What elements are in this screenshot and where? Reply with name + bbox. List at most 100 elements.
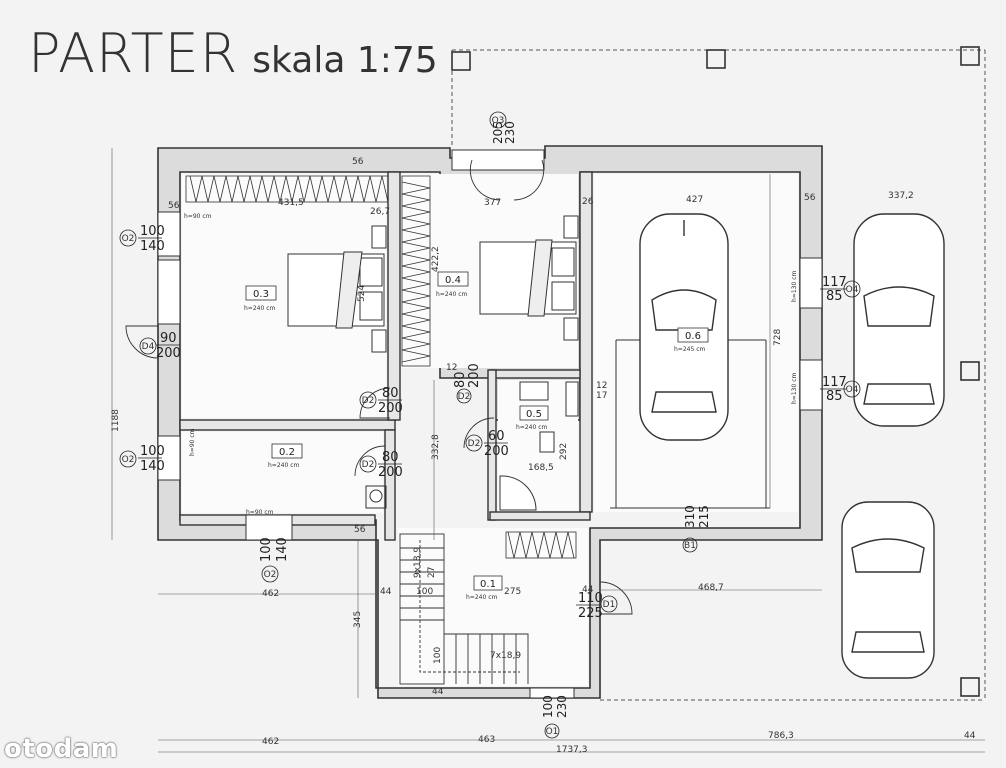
title-scale: skala 1:75 [252,40,438,81]
bed-room-04 [479,215,579,341]
svg-text:O1: O1 [546,727,559,737]
svg-text:200: 200 [156,346,181,361]
svg-text:56: 56 [354,525,366,535]
wardrobe-bedroom-04 [401,175,431,367]
svg-text:D2: D2 [468,439,481,449]
svg-text:468,7: 468,7 [698,583,724,593]
svg-text:728: 728 [773,329,783,346]
svg-text:427: 427 [686,195,703,205]
svg-text:345: 345 [353,611,363,628]
svg-text:44: 44 [432,687,444,697]
svg-text:44: 44 [964,731,976,741]
svg-text:200: 200 [378,401,403,416]
plan-title: PARTER skala 1:75 [28,22,438,85]
svg-text:1188: 1188 [111,409,121,432]
room-label-01: 0.1 h=240 cm [466,575,503,601]
svg-text:56: 56 [168,201,180,211]
svg-text:100: 100 [416,587,433,597]
svg-text:27: 27 [427,567,437,578]
svg-text:44: 44 [380,587,392,597]
room-label-04: 0.4 h=240 cm [436,271,469,298]
svg-text:230: 230 [503,121,517,144]
svg-text:100: 100 [140,224,165,239]
room-label-02: 0.2 h=240 cm [268,443,303,469]
svg-text:786,3: 786,3 [768,731,794,741]
opening-O3: O3 205 230 [489,111,517,144]
room-number: 0.1 [480,579,496,590]
svg-text:26: 26 [582,197,594,207]
svg-text:85: 85 [826,289,843,304]
svg-text:O4: O4 [846,385,859,395]
door-D1: 110 225 D1 [576,591,618,621]
wardrobe-bedroom-03 [185,175,389,203]
svg-text:D2: D2 [362,460,375,470]
room-label-03: 0.3 h=240 cm [244,285,277,312]
svg-text:12: 12 [446,363,457,373]
svg-text:200: 200 [484,444,509,459]
opening-O2-b: 100 140 O2 [119,444,165,474]
svg-text:B1: B1 [684,541,696,551]
svg-text:117: 117 [822,375,847,390]
bed-room-03 [287,225,387,353]
opening-O1: 100 230 O1 [541,695,569,739]
dimension-labels: 56 56 56 56 431,5 26,7 377 26 427 337,2 … [111,157,976,755]
svg-text:168,5: 168,5 [528,463,554,473]
svg-text:h=90 cm: h=90 cm [246,509,274,516]
window-height-notes: h=90 cm h=90 cm h=90 cm h=130 cm h=130 c… [184,213,798,516]
svg-text:D1: D1 [603,600,616,610]
wardrobe-hall [505,531,577,559]
dimension-lines [111,148,985,753]
car-garage [639,213,729,441]
svg-text:O2: O2 [122,234,135,244]
car-parking-2 [841,501,935,679]
svg-text:462: 462 [262,589,279,599]
svg-text:140: 140 [140,239,165,254]
room-number: 0.3 [253,289,269,300]
svg-text:h=90 cm: h=90 cm [189,428,196,456]
room-height: h=240 cm [268,462,299,469]
svg-text:100: 100 [259,537,274,562]
svg-text:80: 80 [382,450,399,465]
bathroom-fixtures [365,381,579,511]
door-swings [125,159,633,615]
room-number: 0.2 [279,447,295,458]
svg-text:377: 377 [484,198,501,208]
windows [157,149,823,699]
svg-text:h=130 cm: h=130 cm [791,271,798,302]
svg-text:100: 100 [541,695,555,718]
room-height: h=240 cm [516,424,547,431]
door-D2-a: D2 80 200 [359,386,403,416]
svg-text:7x18,9: 7x18,9 [490,651,521,661]
svg-text:h=90 cm: h=90 cm [184,213,212,220]
car-parking-1 [853,213,945,427]
svg-text:1737,3: 1737,3 [556,745,588,755]
svg-text:h=130 cm: h=130 cm [791,373,798,404]
staircase [399,533,529,685]
svg-text:230: 230 [555,695,569,718]
room-height: h=240 cm [244,305,275,312]
svg-text:310: 310 [683,505,697,528]
svg-text:D4: D4 [142,342,155,352]
svg-text:205: 205 [491,121,505,144]
title-main: PARTER [28,22,239,85]
svg-text:332,8: 332,8 [431,434,441,460]
svg-text:225: 225 [578,606,603,621]
door-D2-d: D2 60 200 [465,429,509,459]
svg-text:17: 17 [596,391,607,401]
svg-text:275: 275 [504,587,521,597]
svg-text:100: 100 [140,444,165,459]
opening-O4-b: 117 85 O4 [820,375,861,404]
svg-text:O4: O4 [846,285,859,295]
watermark-logo: otodam [4,734,119,764]
svg-text:100: 100 [433,647,443,664]
svg-text:462: 462 [262,737,279,747]
svg-text:80: 80 [453,371,468,388]
svg-text:O2: O2 [122,455,135,465]
door-D4: D4 90 200 [139,331,181,361]
svg-text:O2: O2 [264,570,277,580]
svg-text:140: 140 [275,537,290,562]
svg-text:110: 110 [578,591,603,606]
svg-text:26,7: 26,7 [370,207,390,217]
svg-text:85: 85 [826,389,843,404]
svg-text:12: 12 [596,381,607,391]
